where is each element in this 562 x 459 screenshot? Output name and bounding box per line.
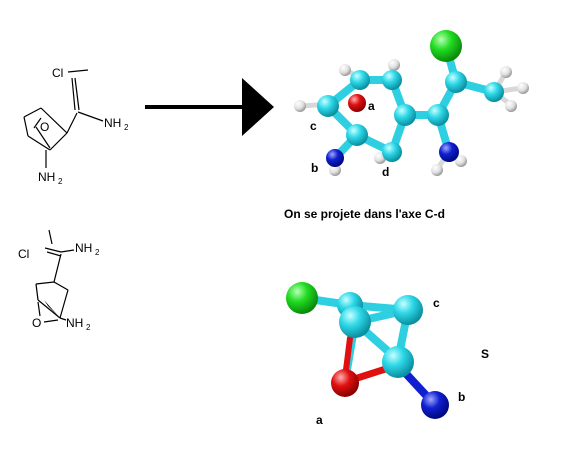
nh2-label-right: NH — [104, 116, 121, 130]
nitrogen-atom-top-left — [326, 149, 344, 167]
oxygen-atom-bottom — [331, 369, 359, 397]
reaction-arrow — [145, 78, 274, 136]
label-b-top: b — [311, 161, 318, 175]
label-d-top: d — [382, 165, 389, 179]
oxygen-atom-top — [348, 94, 366, 112]
cl-label-bottom: Cl — [18, 247, 29, 261]
ball-stick-model-top: a b c d — [294, 30, 529, 179]
nh2-sub-bottom2: 2 — [86, 323, 91, 332]
structure-2d-bottom: Cl NH 2 O NH 2 — [18, 229, 100, 332]
label-b-bottom: b — [458, 390, 465, 404]
structure-2d-top: Cl NH 2 O NH 2 — [23, 66, 129, 186]
ball-stick-model-bottom: a b c S — [286, 282, 489, 427]
label-c-top: c — [310, 119, 317, 133]
chlorine-atom-top — [430, 30, 462, 62]
cl-label-top: Cl — [52, 66, 63, 80]
nh2-label-bottom: NH — [38, 170, 55, 184]
o-label-top: O — [40, 120, 49, 134]
nh2-sub-bottom: 2 — [58, 177, 63, 186]
label-s-bottom: S — [481, 347, 489, 361]
nh2-label-top: NH — [75, 241, 92, 255]
label-a-top: a — [368, 99, 375, 113]
label-a-bottom: a — [316, 413, 323, 427]
chlorine-atom-bottom — [286, 282, 318, 314]
nitrogen-atom-bottom — [421, 391, 449, 419]
nh2-sub-top: 2 — [95, 248, 100, 257]
nitrogen-atom-top-right — [439, 142, 459, 162]
label-c-bottom: c — [433, 296, 440, 310]
o-label-bottom: O — [32, 316, 41, 330]
projection-caption: On se projete dans l'axe C-d — [284, 207, 445, 221]
nh2-sub-right: 2 — [124, 123, 129, 132]
nh2-label-bottom2: NH — [66, 316, 83, 330]
